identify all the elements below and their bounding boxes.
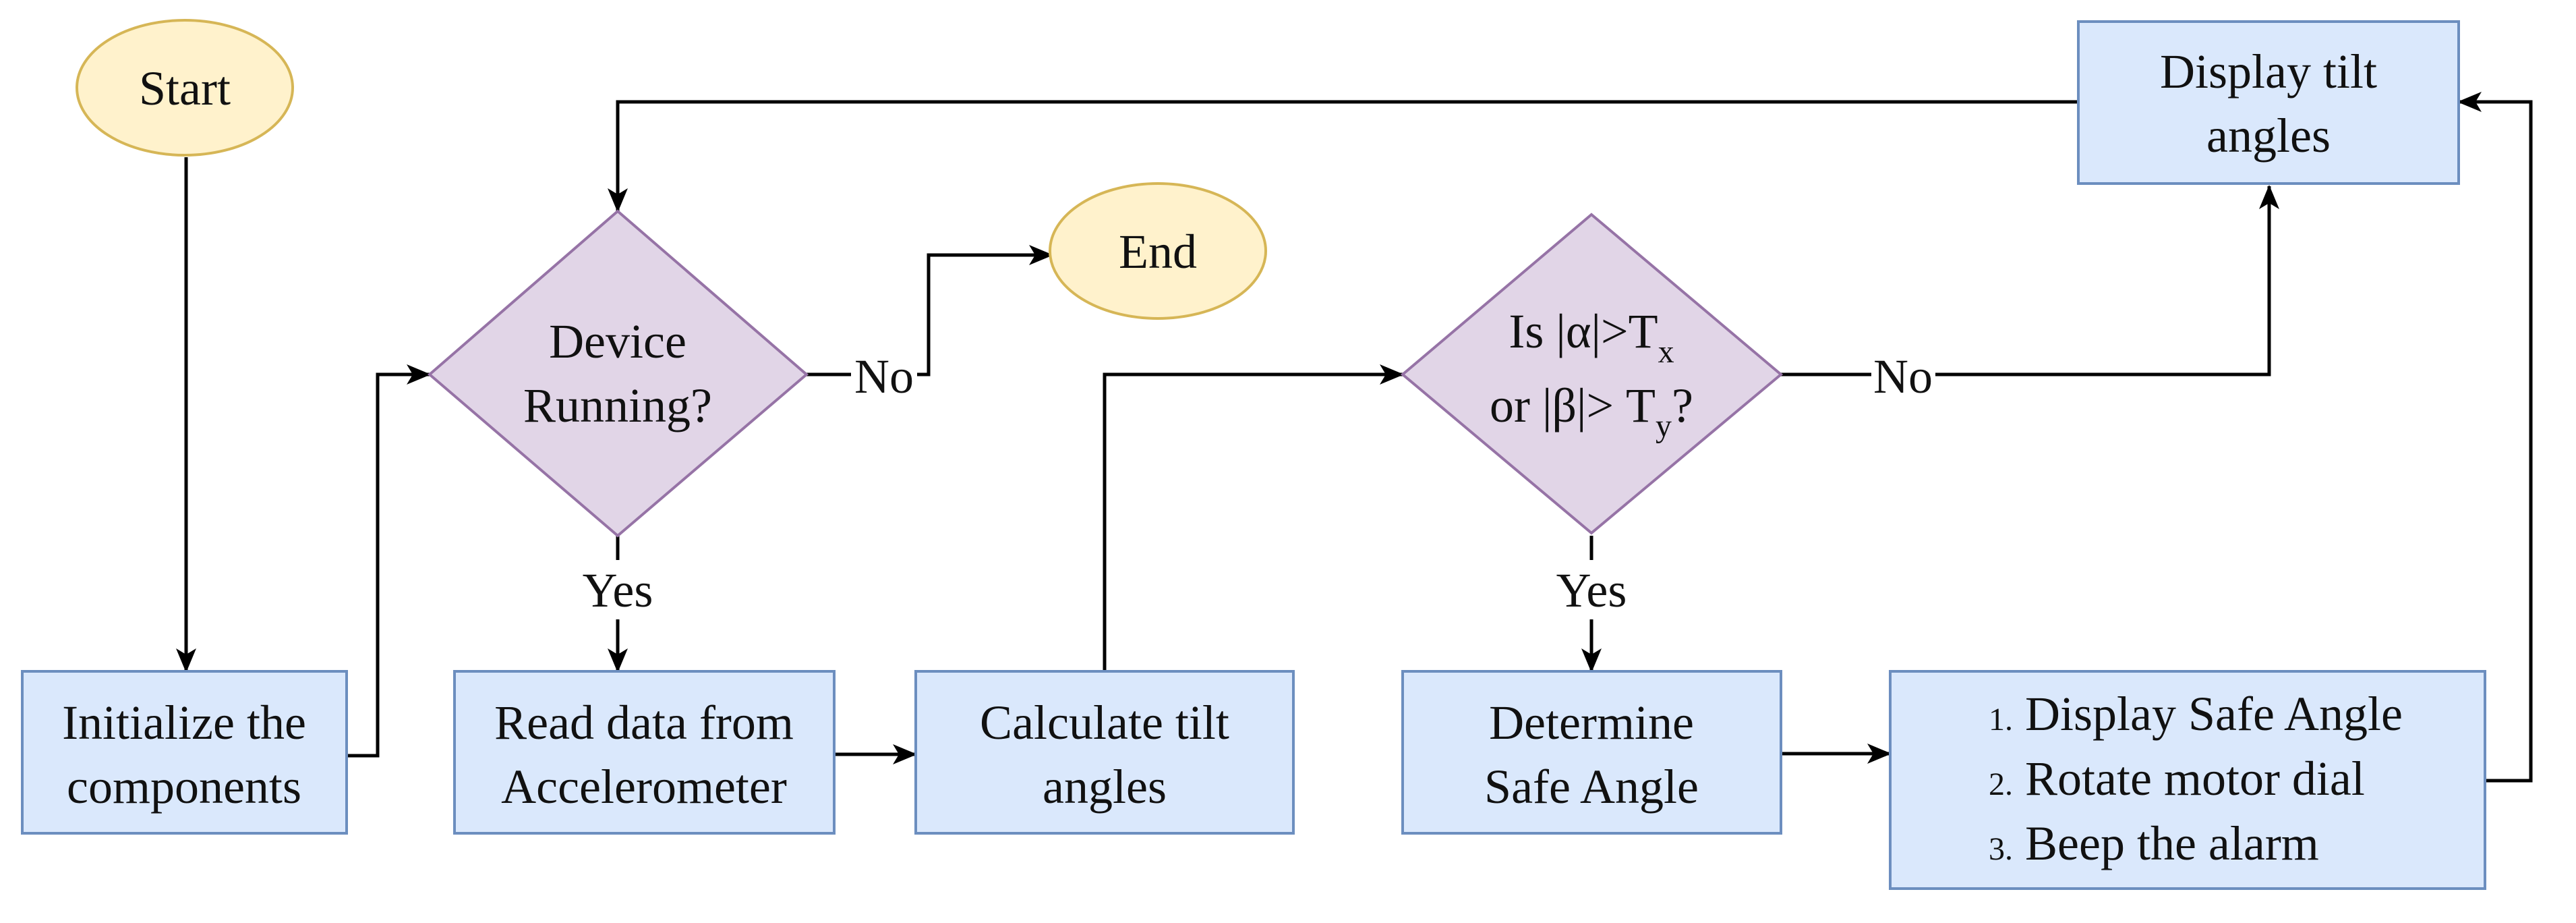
threshold-decision: Is |α|>Tx or |β|> Ty? <box>1400 213 1784 535</box>
initialize-line1: Initialize the <box>62 696 306 750</box>
end-node: End <box>1049 182 1267 320</box>
actions-item-1: 1. Display Safe Angle <box>1989 687 2403 741</box>
actions-item-3: 3. Beep the alarm <box>1989 816 2319 870</box>
start-node: Start <box>76 19 294 157</box>
actions-item-2-number: 2. <box>1989 766 2013 802</box>
threshold-line2-sub: y <box>1656 408 1672 444</box>
edge-display-tilt-to-device-running <box>608 100 2078 213</box>
display-tilt-line2: angles <box>2206 109 2331 163</box>
actions-item-2-text: Rotate motor dial <box>2025 752 2365 806</box>
display-tilt-node: Display tilt angles <box>2077 20 2460 185</box>
actions-item-2: 2. Rotate motor dial <box>1989 752 2365 806</box>
actions-item-3-text: Beep the alarm <box>2025 816 2319 870</box>
edge-initialize-to-device-running <box>347 364 431 758</box>
read-data-line2: Accelerometer <box>501 760 787 814</box>
threshold-line1-prefix: Is |α|>T <box>1509 304 1658 358</box>
actions-node: 1. Display Safe Angle 2. Rotate motor di… <box>1889 670 2486 890</box>
threshold-line2-prefix: or |β|> T <box>1490 379 1656 432</box>
threshold-line1-sub: x <box>1658 334 1674 370</box>
read-data-node: Read data from Accelerometer <box>453 670 836 835</box>
calculate-line2: angles <box>1043 760 1167 814</box>
initialize-node: Initialize the components <box>21 670 348 835</box>
determine-line2: Safe Angle <box>1484 760 1699 814</box>
calculate-line1: Calculate tilt <box>980 696 1229 750</box>
label-running-no: No <box>854 349 914 403</box>
device-running-decision: Device Running? <box>427 209 809 538</box>
device-running-line2: Running? <box>523 379 712 432</box>
threshold-line2-suffix: ? <box>1672 379 1693 432</box>
edge-actions-to-display-tilt <box>2457 92 2533 783</box>
end-label: End <box>1119 225 1197 279</box>
start-label: Start <box>139 61 231 115</box>
initialize-line2: components <box>67 760 301 814</box>
threshold-line2: or |β|> Ty? <box>1490 379 1693 444</box>
label-threshold-yes: Yes <box>1556 563 1627 617</box>
edge-threshold-to-display-no-b <box>1935 185 2279 376</box>
threshold-line1: Is |α|>Tx <box>1509 304 1674 370</box>
label-threshold-no: No <box>1873 349 1933 403</box>
actions-item-3-number: 3. <box>1989 831 2013 867</box>
calculate-node: Calculate tilt angles <box>914 670 1295 835</box>
display-tilt-line1: Display tilt <box>2160 45 2377 99</box>
read-data-line1: Read data from <box>494 696 794 750</box>
actions-item-1-text: Display Safe Angle <box>2025 687 2403 741</box>
determine-line1: Determine <box>1489 696 1694 750</box>
device-running-line1: Device <box>549 314 686 368</box>
edge-device-running-to-end-2 <box>917 245 1053 376</box>
label-running-yes: Yes <box>583 563 653 617</box>
determine-node: Determine Safe Angle <box>1401 670 1782 835</box>
edge-calculate-to-threshold <box>1103 364 1404 671</box>
actions-item-1-number: 1. <box>1989 702 2013 737</box>
